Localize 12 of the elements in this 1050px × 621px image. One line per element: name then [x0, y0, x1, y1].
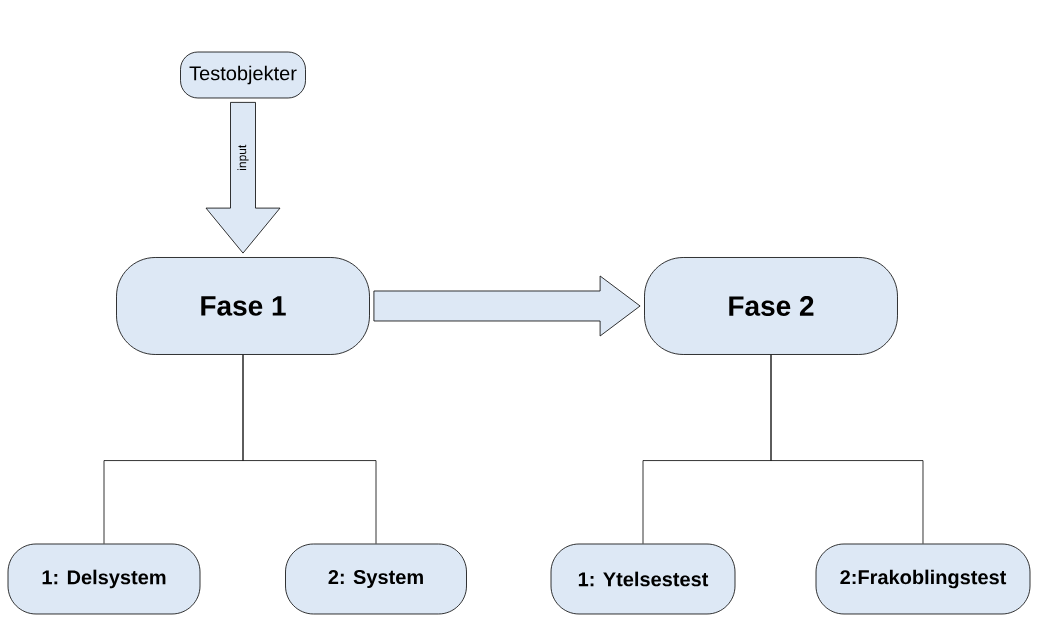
phase-box: Fase 2 [644, 257, 898, 355]
start-box: Testobjekter [180, 51, 306, 99]
step-box: 2: System [285, 543, 467, 615]
step-box: 1: Ytelsestest [550, 543, 736, 615]
connector-line [242, 354, 377, 544]
step-box: 1: Delsystem [7, 543, 201, 615]
phase-box: Fase 1 [116, 257, 370, 355]
edge-label: input [237, 144, 249, 170]
block-arrow [373, 275, 641, 337]
step-box: 2:Frakoblingstest [815, 543, 1031, 615]
connector-line [770, 354, 924, 544]
block-arrow [205, 102, 281, 254]
